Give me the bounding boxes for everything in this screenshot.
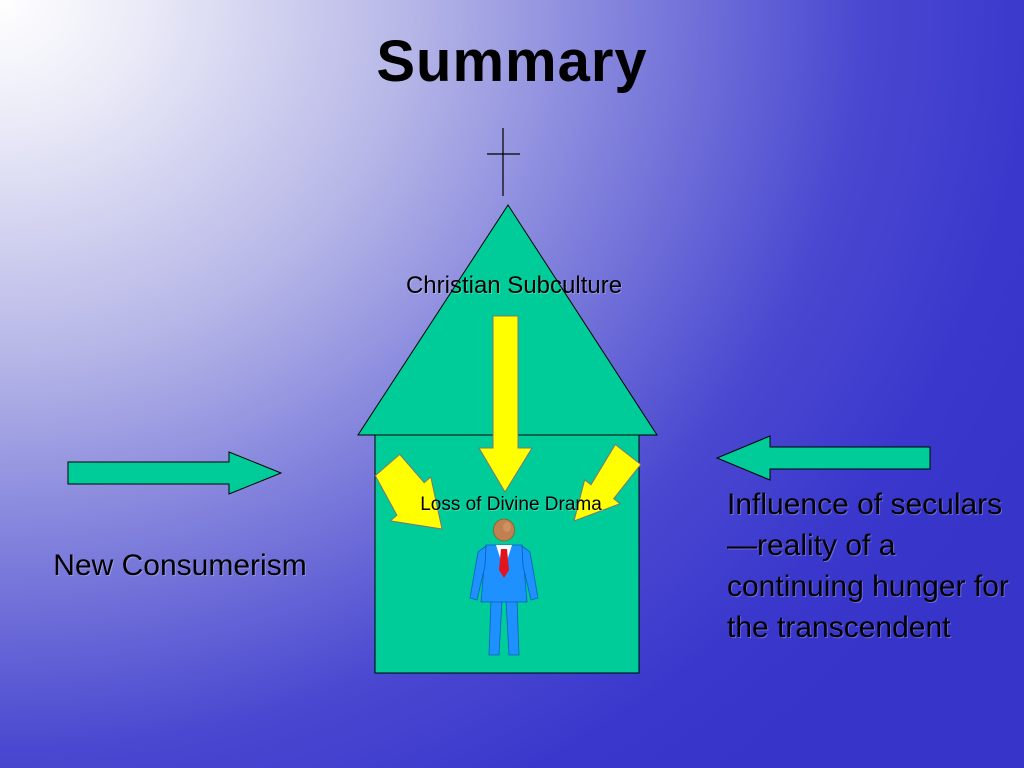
person-figure — [469, 518, 539, 656]
cross-icon — [487, 128, 520, 196]
church-label: Christian Subculture — [405, 272, 623, 299]
green-arrow-left — [715, 435, 931, 481]
left-label: New Consumerism — [53, 549, 307, 582]
center-label: Loss of Divine Drama — [420, 494, 602, 515]
yellow-arrow-down — [478, 315, 533, 493]
yellow-arrow-right-diagonal — [573, 443, 642, 522]
tie-icon — [499, 549, 509, 578]
yellow-arrow-left-diagonal — [374, 453, 443, 530]
green-arrow-right — [67, 451, 283, 495]
right-label: Influence of seculars—reality of a conti… — [727, 488, 1009, 644]
slide-title: Summary — [376, 29, 648, 94]
